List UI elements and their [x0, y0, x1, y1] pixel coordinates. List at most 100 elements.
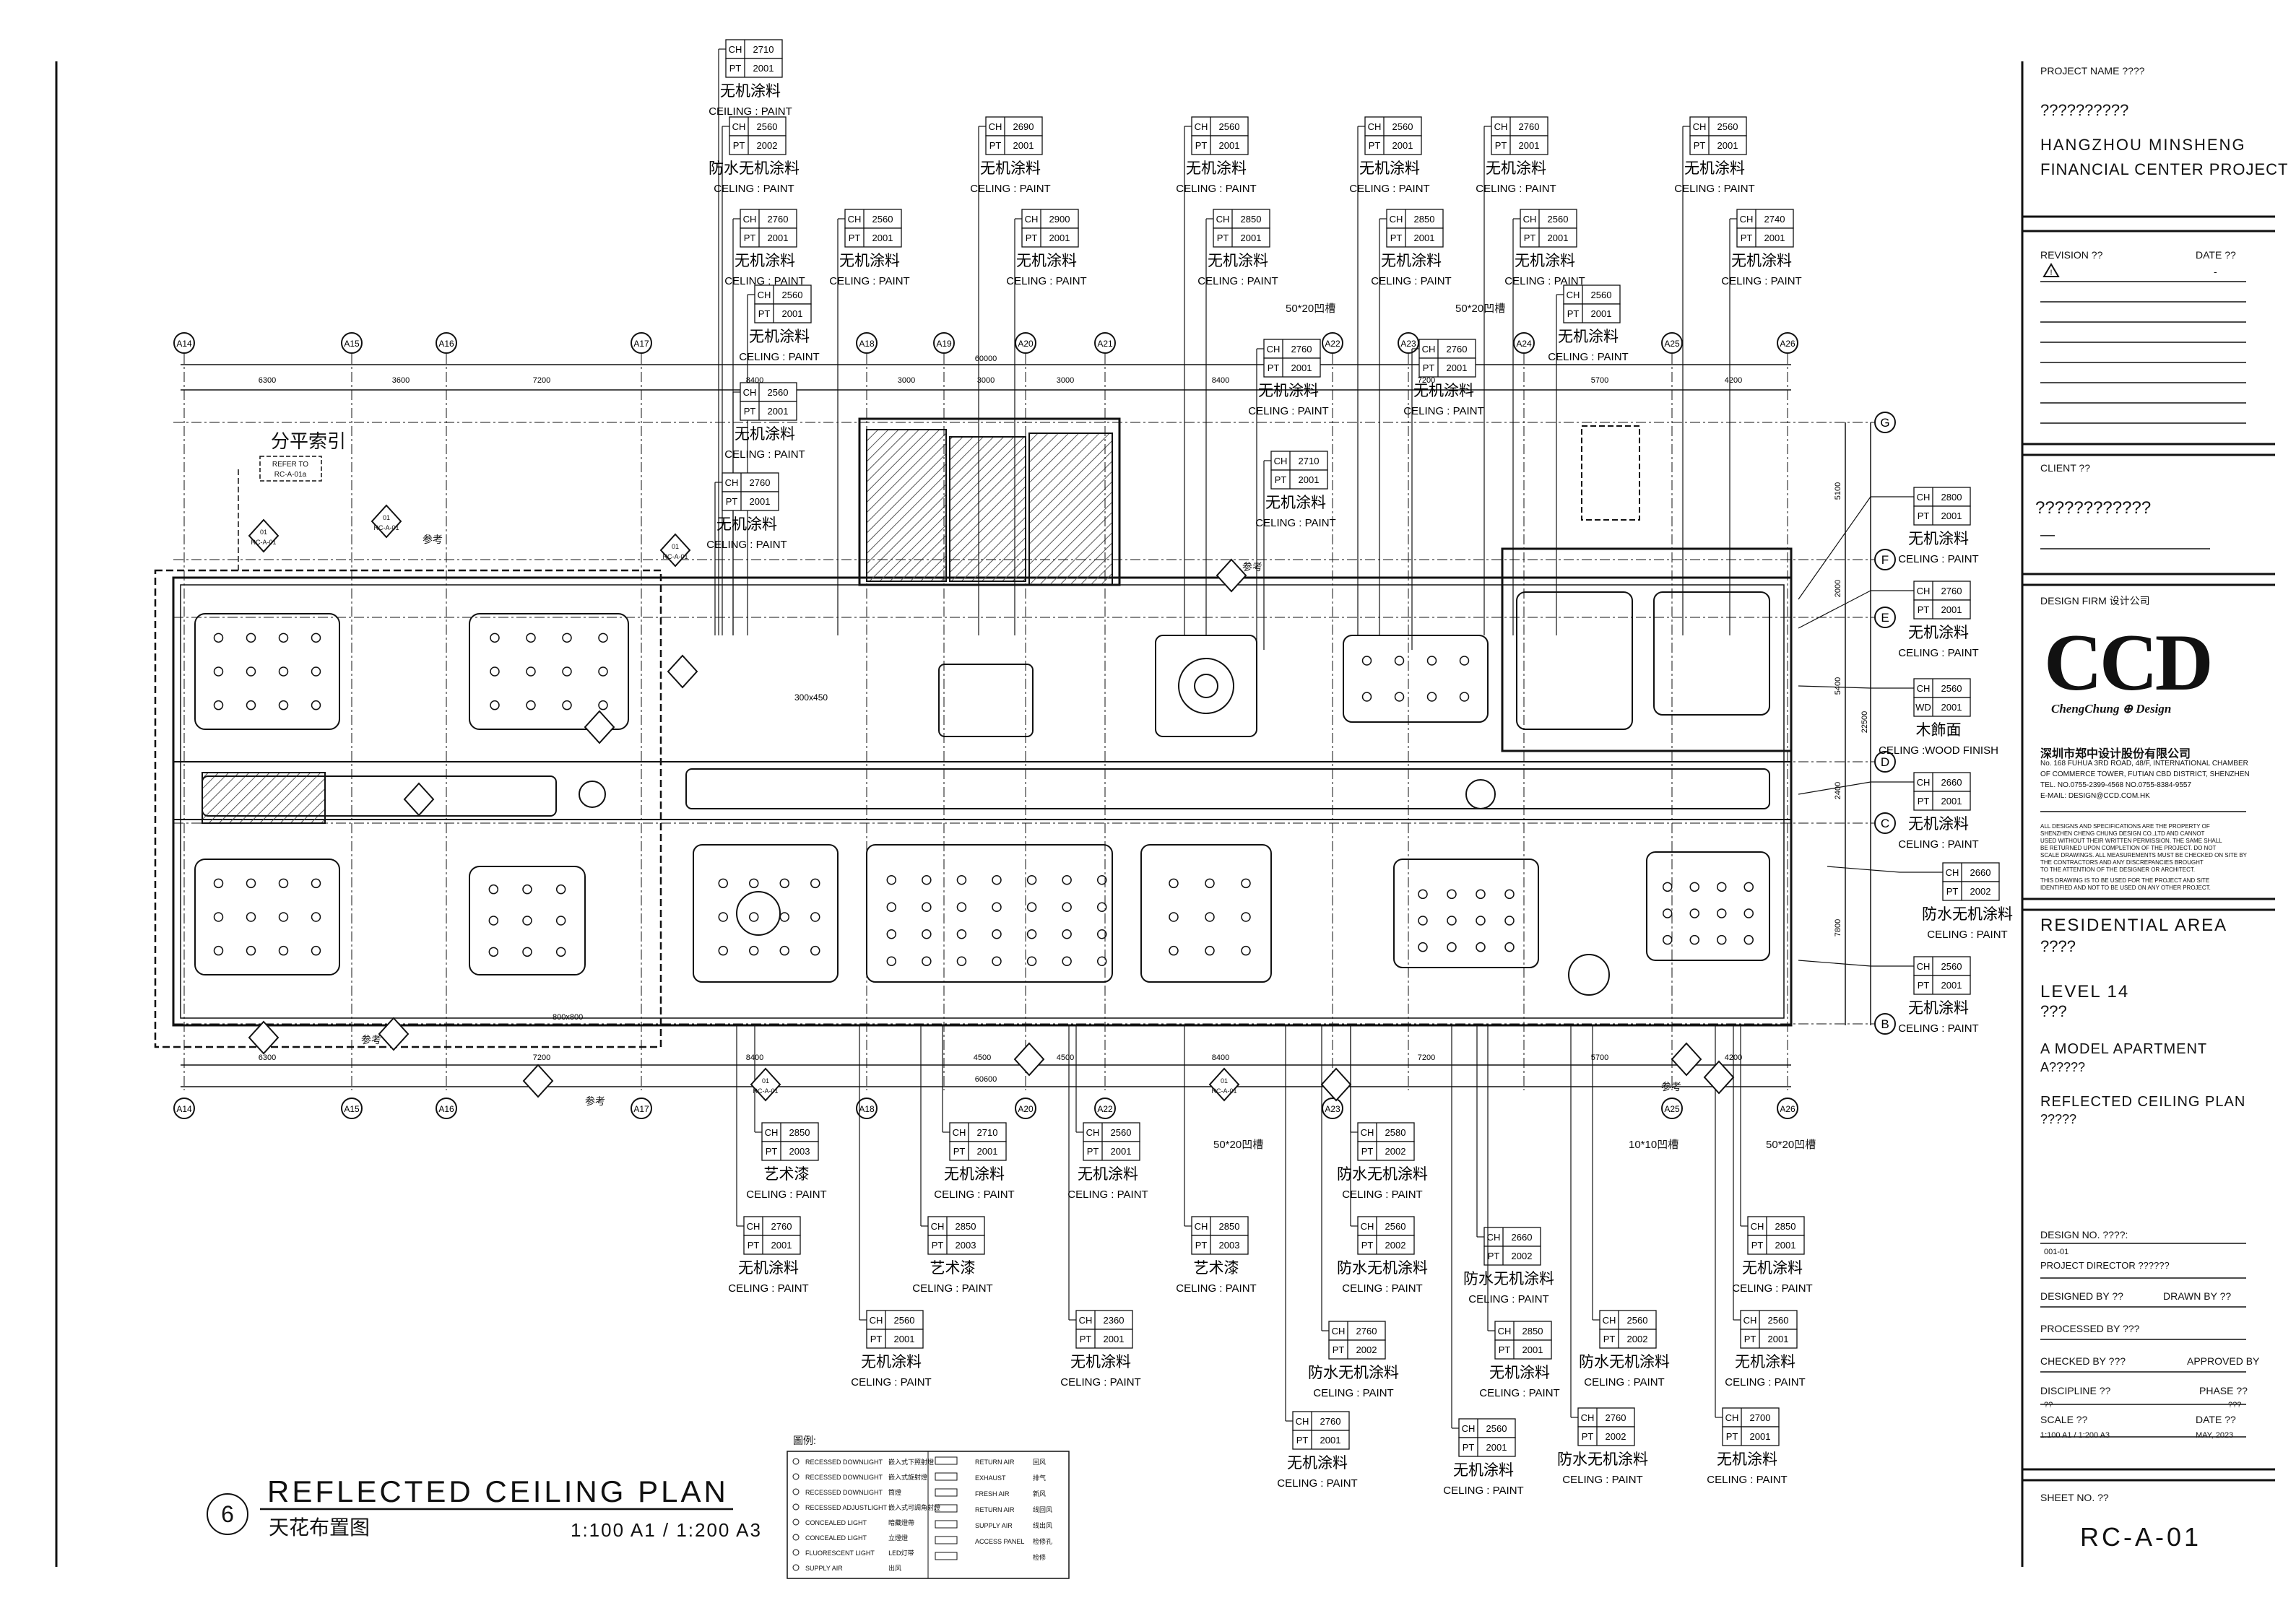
svg-text:CELING : PAINT: CELING : PAINT [746, 1188, 826, 1201]
svg-text:A18: A18 [859, 339, 875, 349]
svg-text:2001: 2001 [1104, 1334, 1125, 1344]
svg-text:WD: WD [1915, 702, 1931, 713]
grid-bubble-bottom: A23 [1322, 1098, 1343, 1119]
svg-text:CH: CH [1368, 121, 1382, 132]
dimension-overall: 60000 [975, 355, 997, 363]
svg-text:A24: A24 [1516, 339, 1532, 349]
svg-text:CELING : PAINT: CELING : PAINT [724, 448, 805, 461]
svg-text:2001: 2001 [768, 406, 789, 417]
svg-text:PT: PT [744, 406, 756, 417]
svg-text:无机涂料: 无机涂料 [735, 425, 795, 443]
dimension-label: 7800 [1834, 919, 1842, 936]
svg-text:无机涂料: 无机涂料 [861, 1353, 922, 1370]
svg-text:PT: PT [1390, 232, 1403, 243]
svg-text:CH: CH [1332, 1326, 1346, 1337]
svg-text:2002: 2002 [1627, 1334, 1648, 1344]
svg-text:嵌入式可調角射燈: 嵌入式可調角射燈 [888, 1503, 940, 1512]
dimension-label: 3000 [898, 376, 915, 385]
svg-text:2001: 2001 [1941, 604, 1962, 615]
svg-text:RETURN AIR: RETURN AIR [975, 1459, 1015, 1466]
svg-text:A14: A14 [176, 1104, 192, 1114]
svg-text:CELING : PAINT: CELING : PAINT [1313, 1387, 1393, 1399]
svg-text:CELING : PAINT: CELING : PAINT [1898, 1022, 1978, 1035]
designed-by-label: DESIGNED BY ?? [2040, 1290, 2123, 1302]
svg-text:CELING : PAINT: CELING : PAINT [1255, 517, 1335, 529]
svg-text:2002: 2002 [1385, 1240, 1406, 1251]
svg-text:防水无机涂料: 防水无机涂料 [1337, 1165, 1428, 1183]
svg-text:2560: 2560 [1941, 683, 1962, 694]
svg-text:PT: PT [1488, 1251, 1500, 1261]
svg-text:PT: PT [1918, 604, 1930, 615]
svg-text:A20: A20 [1018, 339, 1034, 349]
svg-text:2002: 2002 [1512, 1251, 1533, 1261]
svg-text:CELING : PAINT: CELING : PAINT [1342, 1188, 1422, 1201]
svg-text:2560: 2560 [1627, 1315, 1648, 1326]
date-label: DATE ?? [2196, 1414, 2236, 1425]
svg-text:检修: 检修 [1033, 1553, 1046, 1562]
svg-text:无机涂料: 无机涂料 [749, 328, 810, 345]
svg-text:PT: PT [1333, 1344, 1345, 1355]
svg-text:CH: CH [765, 1127, 779, 1138]
dimension-label: 7200 [533, 376, 550, 385]
unit-name: A MODEL APARTMENT [2040, 1041, 2208, 1057]
svg-text:PT: PT [1275, 474, 1287, 485]
drawing-title-block: 6 REFLECTED CEILING PLAN 天花布置图 1:100 A1 … [207, 1474, 761, 1541]
svg-text:RETURN AIR: RETURN AIR [975, 1506, 1015, 1513]
unit-name-cn: A????? [2040, 1060, 2086, 1074]
svg-text:2001: 2001 [768, 232, 789, 243]
svg-text:艺术漆: 艺术漆 [930, 1259, 976, 1277]
svg-text:2001: 2001 [771, 1240, 792, 1251]
grid-bubble-top: A18 [856, 332, 878, 354]
svg-text:PT: PT [1423, 362, 1435, 373]
svg-text:RC-A-01: RC-A-01 [251, 539, 276, 546]
svg-text:2760: 2760 [1519, 121, 1540, 132]
svg-text:2740: 2740 [1764, 214, 1785, 225]
svg-text:RECESSED DOWNLIGHT: RECESSED DOWNLIGHT [805, 1474, 883, 1481]
svg-text:2850: 2850 [1219, 1221, 1240, 1232]
checked-by-label: CHECKED BY ??? [2040, 1355, 2126, 1367]
discipline-value: ?? [2044, 1401, 2053, 1409]
svg-text:CELING : PAINT: CELING : PAINT [1403, 405, 1483, 417]
svg-text:PT: PT [758, 308, 771, 319]
svg-text:A14: A14 [176, 339, 192, 349]
grid-bubble-row: C [1874, 812, 1896, 834]
disclaimer-7: TO THE ATTENTION OF THE DESIGNER OR ARCH… [2040, 866, 2196, 873]
svg-text:A21: A21 [1097, 339, 1113, 349]
svg-text:CELING : PAINT: CELING : PAINT [934, 1188, 1014, 1201]
svg-text:2760: 2760 [771, 1221, 792, 1232]
svg-text:CELING : PAINT: CELING : PAINT [970, 183, 1050, 195]
grid-bubble-row: D [1874, 751, 1896, 773]
svg-text:无机涂料: 无机涂料 [1908, 815, 1969, 833]
svg-text:PT: PT [932, 1240, 944, 1251]
grid-bubble-top: A24 [1513, 332, 1535, 354]
svg-text:2001: 2001 [1764, 232, 1785, 243]
section-markers [248, 504, 1735, 1102]
svg-text:FLUORESCENT LIGHT: FLUORESCENT LIGHT [805, 1550, 875, 1557]
svg-text:01: 01 [260, 529, 267, 536]
dimension-label: 7200 [1418, 376, 1435, 385]
dimension-label: 5700 [1591, 376, 1608, 385]
svg-text:CELING : PAINT: CELING : PAINT [1371, 275, 1451, 287]
level-name: LEVEL 14 [2040, 982, 2130, 1001]
svg-text:CH: CH [1361, 1221, 1374, 1232]
svg-text:CELING : PAINT: CELING : PAINT [1584, 1376, 1664, 1389]
svg-text:PT: PT [733, 140, 745, 151]
svg-text:PT: PT [1369, 140, 1381, 151]
svg-text:暗藏燈帶: 暗藏燈帶 [888, 1518, 914, 1527]
svg-text:D: D [1881, 755, 1889, 769]
svg-text:01: 01 [383, 514, 390, 521]
dimension-label: 5100 [1834, 482, 1842, 500]
dimension-label: 3000 [977, 376, 995, 385]
